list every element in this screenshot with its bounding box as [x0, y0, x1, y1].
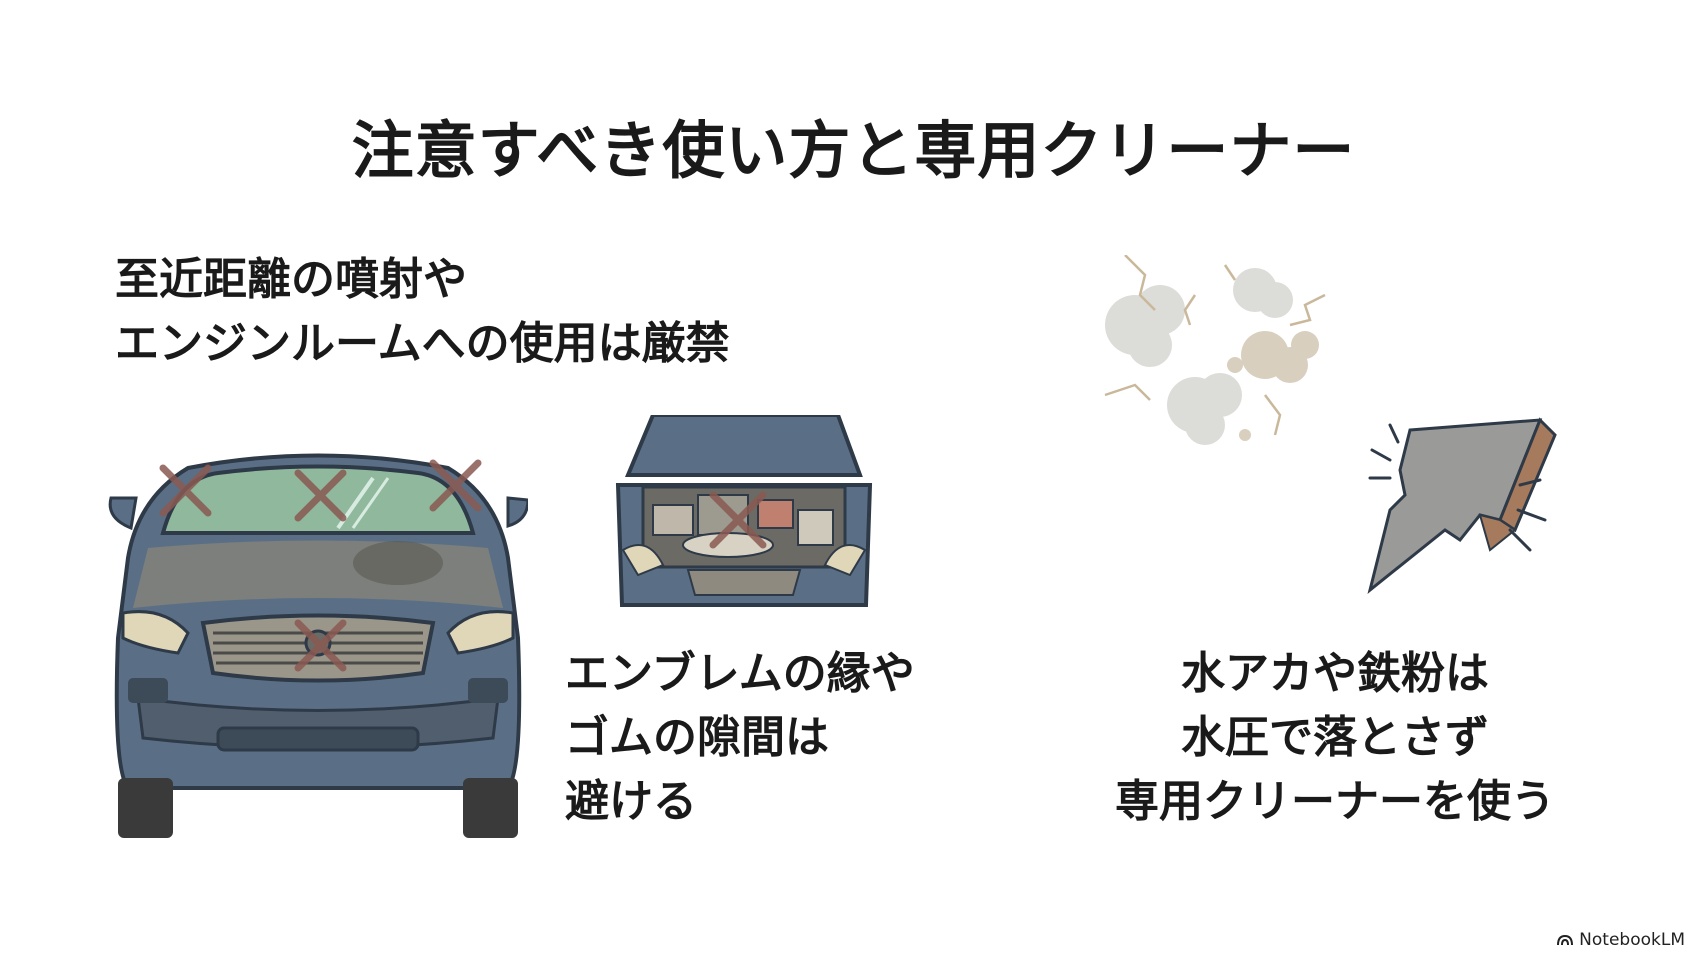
car-front-illustration: [108, 453, 528, 838]
warning-line-1: 至近距離の噴射や: [115, 254, 467, 305]
emblem-text: エンブレムの縁や ゴムの隙間は 避ける: [565, 642, 915, 834]
emblem-line-3: 避ける: [565, 776, 697, 827]
page-title: 注意すべき使い方と専用クリーナー: [351, 114, 1356, 187]
dust-cloud-illustration: [1104, 255, 1326, 445]
cleaner-line-2: 水圧で落とさず: [1181, 712, 1489, 763]
warning-line-2: エンジンルームへの使用は厳禁: [115, 318, 730, 369]
iron-shard-illustration: [1367, 417, 1557, 594]
cleaner-text: 水アカや鉄粉は 水圧で落とさず 専用クリーナーを使う: [1065, 642, 1605, 834]
cleaner-line-3: 専用クリーナーを使う: [1115, 776, 1555, 827]
cleaner-line-1: 水アカや鉄粉は: [1181, 648, 1489, 699]
engine-bay-illustration: [615, 415, 873, 607]
brand-label: NotebookLM: [1579, 930, 1685, 950]
emblem-line-1: エンブレムの縁や: [565, 648, 915, 699]
warning-text: 至近距離の噴射や エンジンルームへの使用は厳禁: [115, 248, 730, 376]
emblem-line-2: ゴムの隙間は: [565, 712, 829, 763]
notebooklm-logo-icon: [1557, 934, 1574, 946]
brand-watermark: NotebookLM: [1557, 930, 1685, 950]
